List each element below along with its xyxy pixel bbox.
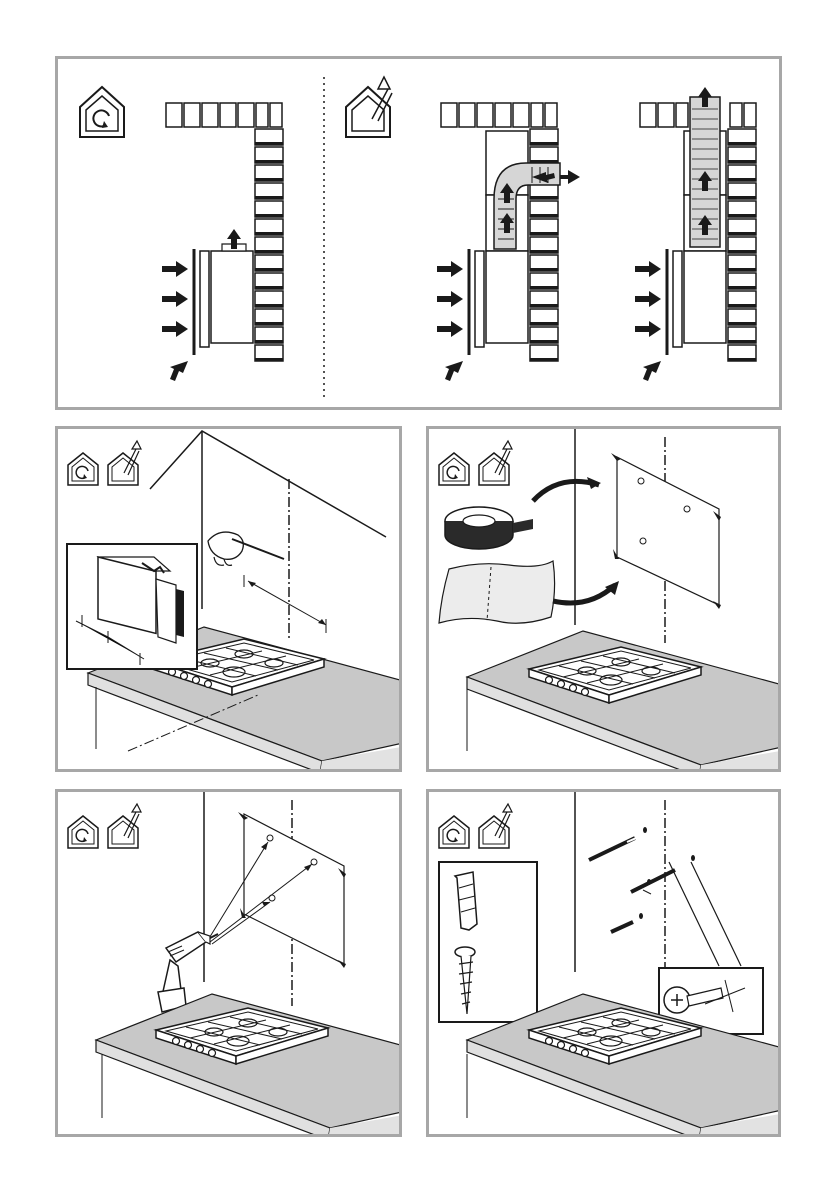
installation-modes-drawing: [58, 59, 779, 407]
ducted-extraction-mode-icon: [479, 804, 512, 848]
plug-and-screw-inset: [439, 862, 537, 1022]
recirculation-mode-icon: [439, 453, 469, 485]
adhesive-tape-icon: [445, 507, 533, 549]
screws-and-plugs: [589, 827, 695, 932]
variant-extraction-chimney: [635, 87, 756, 381]
ducted-extraction-mode-icon: [346, 77, 392, 137]
wall-bricks: [728, 129, 756, 361]
airflow-in-icons: [162, 261, 188, 381]
hood-dimension-inset: [67, 544, 197, 669]
wall-plugs-panel: [426, 789, 781, 1137]
ducted-extraction-mode-icon: [479, 441, 512, 485]
recirculation-mode-icon: [68, 816, 98, 848]
airflow-in-icons: [635, 261, 661, 381]
hood-body: [486, 251, 528, 343]
arrow-to-template-icon: [553, 585, 615, 603]
ducted-extraction-mode-icon: [108, 441, 141, 485]
drilling-panel: [55, 789, 402, 1137]
paper-template: [611, 453, 721, 609]
template-placement-panel: [426, 426, 781, 772]
pencil-hand-icon: [208, 532, 284, 565]
hood-body: [211, 251, 253, 343]
mark-position-drawing: [58, 429, 399, 769]
screw-icon: [455, 947, 475, 957]
recirculation-mode-icon: [68, 453, 98, 485]
recirculation-mode-icon: [80, 87, 124, 137]
protective-sheet-icon: [439, 561, 555, 623]
mark-position-panel: [55, 426, 402, 772]
wall-corner: [150, 431, 386, 537]
recirculation-mode-icon: [439, 816, 469, 848]
variant-extraction-duct: [437, 103, 580, 381]
variant-recirculation: [162, 103, 283, 381]
drilling-drawing: [58, 792, 399, 1134]
template-placement-drawing: [429, 429, 778, 769]
ducted-extraction-mode-icon: [108, 804, 141, 848]
ceiling-bricks: [166, 103, 282, 127]
wall-bricks: [255, 129, 283, 361]
wall-plugs-drawing: [429, 792, 778, 1134]
airflow-in-icons: [437, 261, 463, 381]
airflow-out-icon: [560, 170, 580, 184]
installation-modes-panel: [55, 56, 782, 410]
arrow-to-template-icon: [533, 481, 599, 501]
hood-glass: [200, 251, 209, 347]
ceiling-bricks: [441, 103, 557, 127]
